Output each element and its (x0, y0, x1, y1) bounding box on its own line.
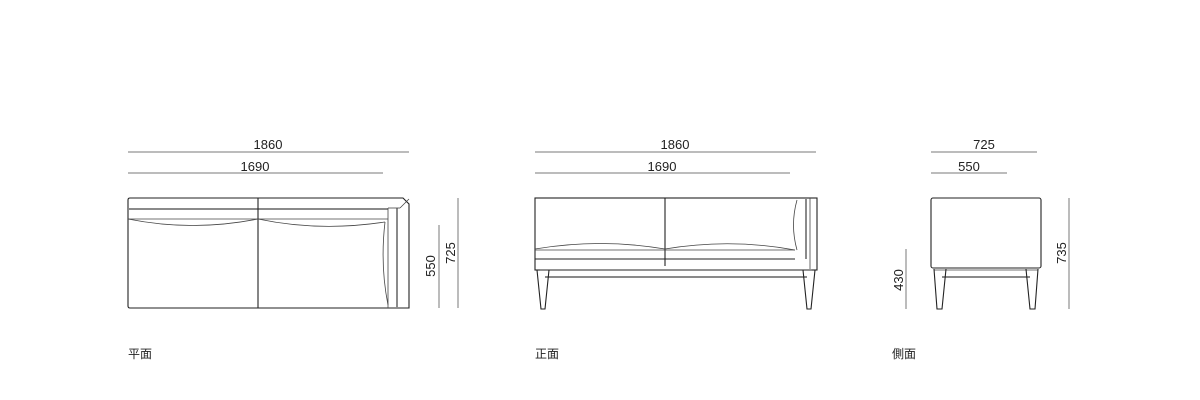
front-leg-right (802, 269, 816, 310)
plan-cushion-curve-left (127, 218, 259, 226)
side-view: 725 550 430 735 (891, 137, 1070, 310)
side-leg-front (933, 268, 947, 310)
side-depth-725-text: 725 (973, 137, 995, 152)
side-height-430-text: 430 (891, 269, 906, 291)
side-height-735-text: 735 (1054, 242, 1069, 264)
front-width-1860-text: 1860 (661, 137, 690, 152)
front-back-curve-right (664, 243, 796, 251)
plan-view-label: 平面 (128, 347, 153, 361)
plan-arm-cushion-curve (382, 221, 389, 306)
front-arm-curve (793, 199, 798, 251)
plan-outline (127, 197, 410, 309)
side-leg-back (1025, 268, 1039, 310)
plan-depth-725-text: 725 (443, 242, 458, 264)
front-view-label: 正面 (535, 347, 560, 361)
plan-cushion-curve-right (257, 218, 386, 227)
front-leg-left (536, 269, 550, 310)
front-back-curve-left (534, 243, 666, 250)
front-width-1690-text: 1690 (648, 159, 677, 174)
side-body-outline (930, 197, 1042, 269)
side-depth-550-text: 550 (958, 159, 980, 174)
front-view: 1860 1690 (534, 137, 818, 310)
plan-depth-550-text: 550 (423, 255, 438, 277)
plan-width-1690-text: 1690 (241, 159, 270, 174)
plan-width-1860-text: 1860 (254, 137, 283, 152)
plan-arm-corner (399, 198, 410, 209)
plan-view: 1860 1690 550 725 (127, 137, 459, 309)
side-view-label: 側面 (892, 347, 917, 361)
